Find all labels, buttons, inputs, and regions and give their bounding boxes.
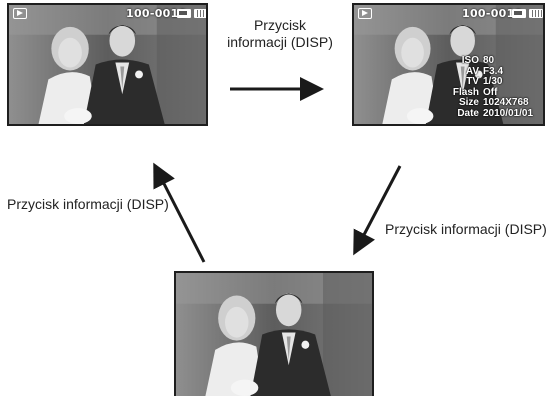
info-key: ISO — [461, 55, 479, 66]
info-row-size: Size 1024X768 — [434, 97, 533, 109]
info-value: Off — [483, 86, 498, 98]
label-left: Przycisk informacji (DISP) — [7, 196, 169, 212]
lcd-screen-info: 100-0010 ISO 80 AV F3.4 TV 1/30 Flash Off Si… — [352, 3, 545, 126]
file-counter: 100-0010 — [462, 7, 523, 20]
shooting-info-table: ISO 80 AV F3.4 TV 1/30 Flash Off Size 1024X76… — [434, 55, 534, 120]
info-value: F3.4 — [483, 65, 504, 77]
info-value: 1/30 — [483, 76, 503, 87]
info-value: 1024X768 — [483, 97, 529, 108]
battery-icon — [529, 9, 543, 18]
info-row-date: Date 2010/01/01 — [434, 107, 534, 120]
battery-icon — [194, 9, 206, 18]
wedding-photo — [176, 273, 372, 396]
info-key: Size — [458, 97, 479, 108]
info-value: 2010/01/01 — [483, 107, 534, 119]
play-mode-icon — [13, 8, 27, 19]
label-right: Przycisk informacji (DISP) — [385, 221, 547, 237]
wedding-photo — [9, 5, 206, 124]
arrow-up-left-icon — [153, 162, 206, 263]
info-key: AV — [465, 65, 479, 77]
lcd-screen-no-display — [174, 271, 374, 396]
memory-card-icon — [177, 9, 191, 18]
info-value: 80 — [483, 55, 495, 66]
info-row-flash: Flash Off — [434, 86, 533, 99]
label-top-line2: informacji (DISP) — [227, 34, 333, 50]
info-row-av: AV F3.4 — [434, 65, 533, 78]
info-key: TV — [466, 76, 479, 87]
memory-card-icon — [512, 9, 526, 18]
label-top: Przycisk informacji (DISP) — [205, 17, 355, 51]
play-mode-icon — [358, 8, 372, 19]
lcd-screen-normal: 100-0010 — [7, 3, 208, 126]
info-key: Date — [457, 107, 479, 119]
info-row-iso: ISO 80 — [434, 55, 533, 67]
info-row-tv: TV 1/30 — [434, 76, 533, 88]
file-counter: 100-0010 — [126, 7, 187, 20]
info-key: Flash — [452, 86, 479, 98]
label-top-line1: Przycisk — [253, 17, 307, 33]
